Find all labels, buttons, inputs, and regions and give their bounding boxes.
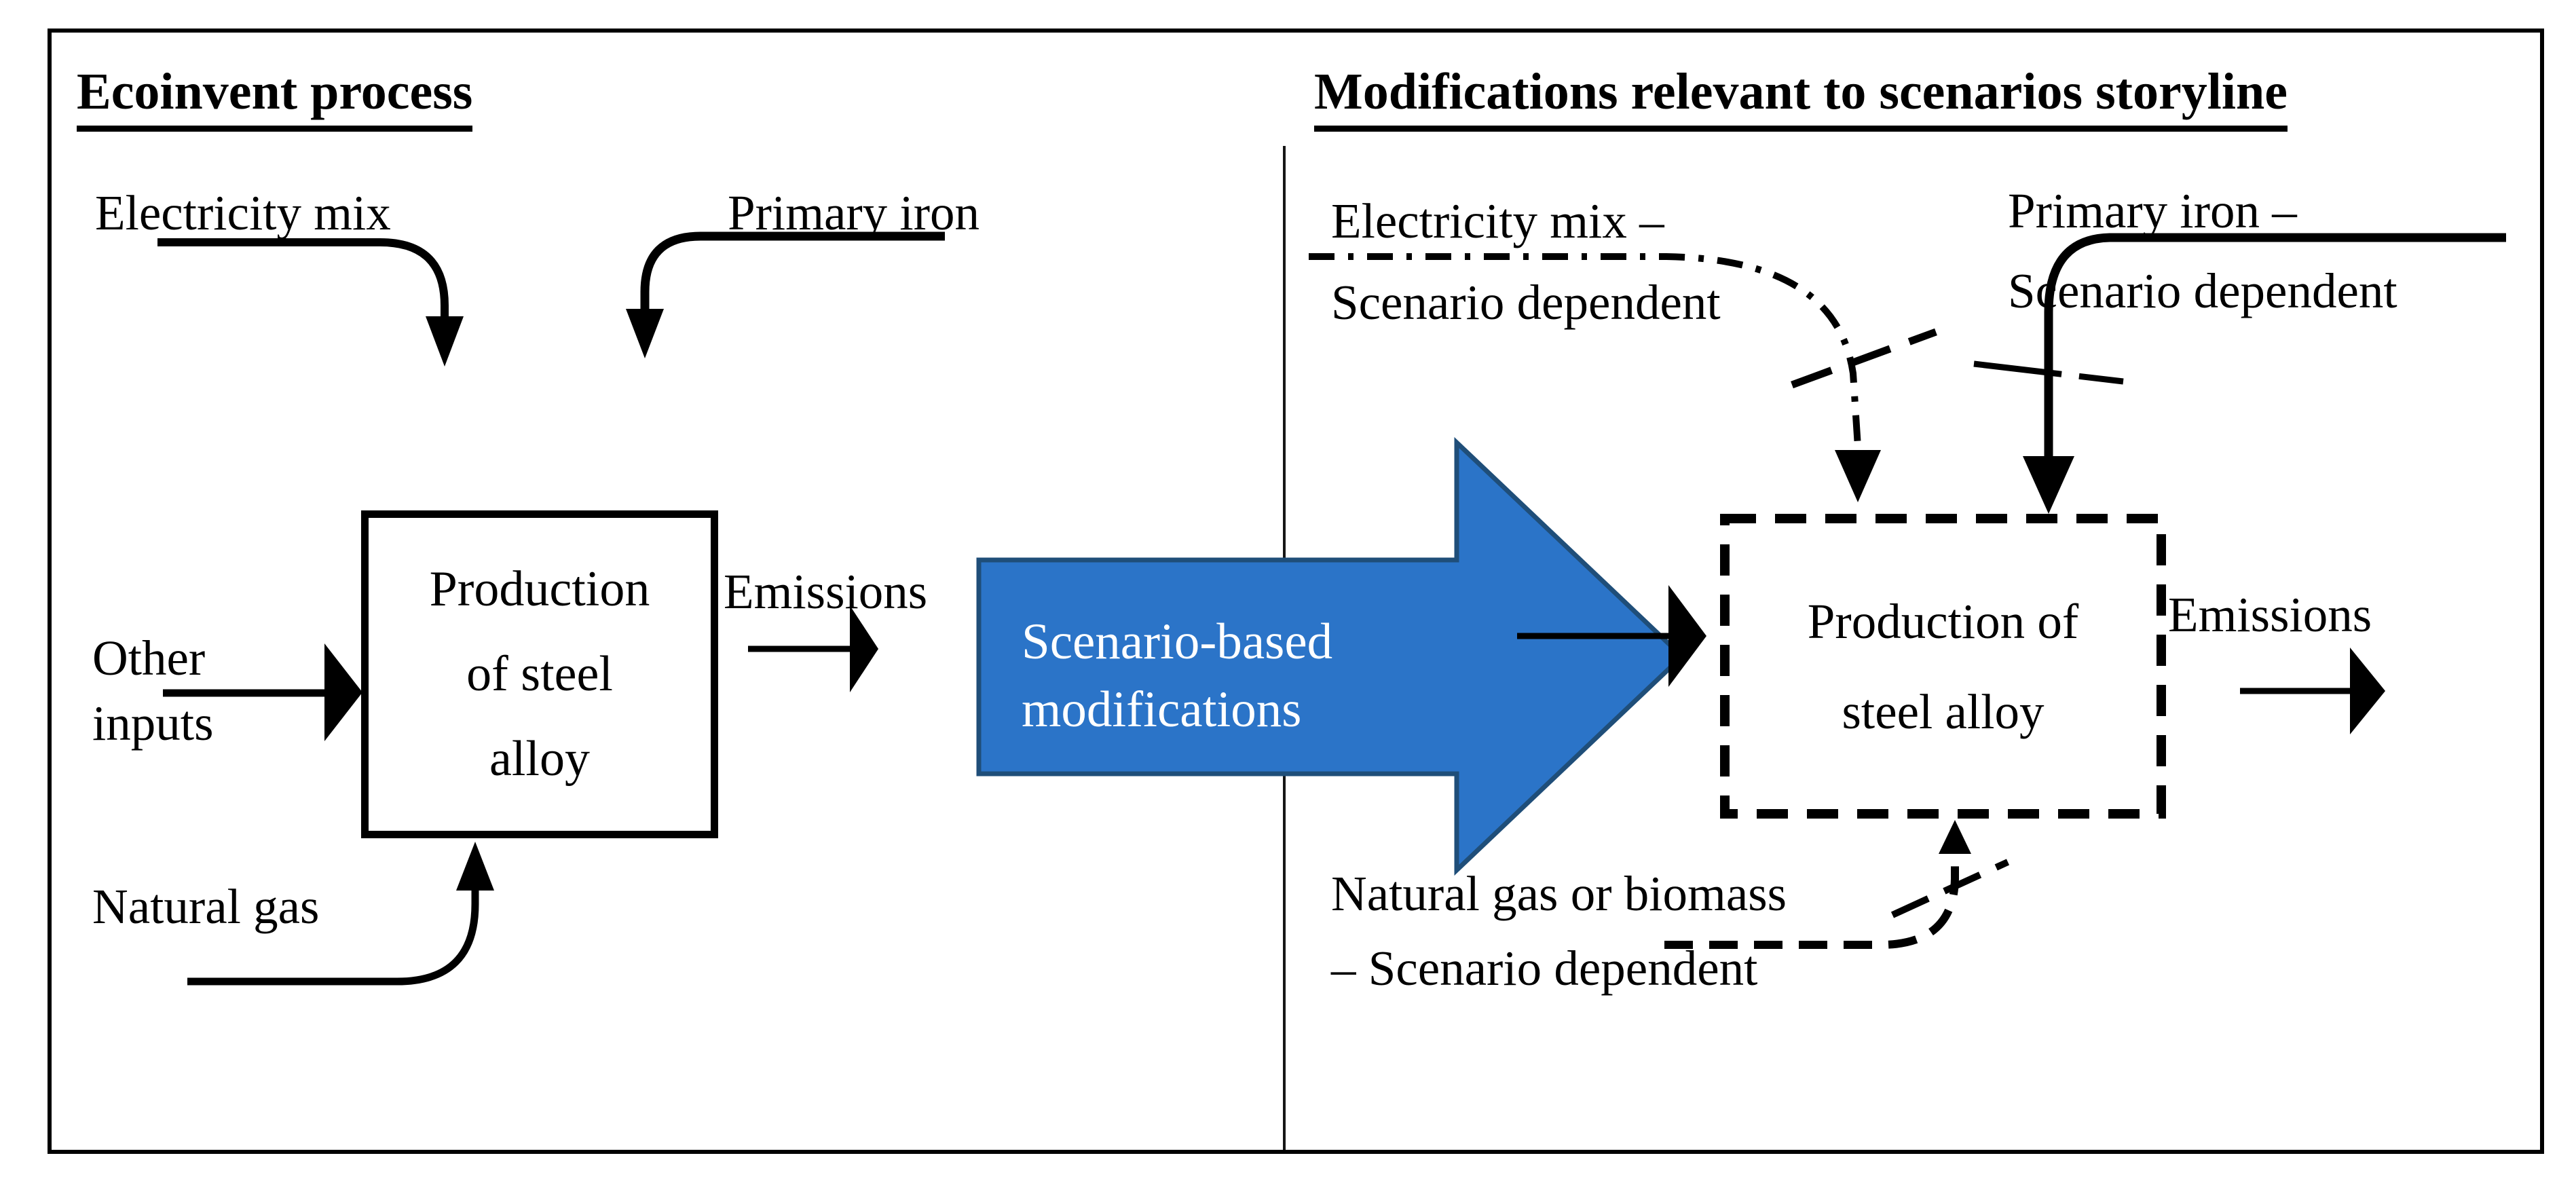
other-inputs-label: Other inputs — [92, 626, 213, 757]
process-box-line1: Production — [429, 561, 650, 617]
electricity-mix-label: Electricity mix — [95, 185, 391, 240]
fuel-scenario-up-arrow-icon — [1939, 820, 1971, 854]
electricity-scenario-label: Electricity mix – Scenario dependent — [1331, 181, 1721, 343]
process-box-line3: alloy — [489, 731, 590, 787]
primary-iron-scenario-line2: Scenario dependent — [2008, 263, 2397, 318]
electricity-scenario-line1: Electricity mix – — [1331, 193, 1664, 248]
other-inputs-line1: Other — [92, 631, 206, 686]
natural-gas-label: Natural gas — [92, 879, 320, 934]
scenario-modifications-label: Scenario-based modifications — [1022, 608, 1332, 744]
electricity-strike-mark — [1791, 328, 1937, 389]
ecoinvent-process-box: Production of steel alloy — [361, 510, 718, 838]
natural-gas-flow-line — [187, 891, 479, 986]
electricity-scenario-down-arrow-icon — [1835, 450, 1881, 502]
electricity-down-arrow-icon — [426, 316, 464, 367]
electricity-scenario-dashdot-line — [1309, 253, 1861, 447]
emissions-left-label: Emissions — [724, 564, 928, 619]
emissions-right-label: Emissions — [2168, 587, 2372, 642]
scenario-modifications-block-arrow — [976, 436, 1686, 876]
other-inputs-right-arrow-icon — [324, 643, 362, 741]
electricity-flow-line — [157, 238, 449, 320]
scenario-modifications-line1: Scenario-based — [1022, 614, 1333, 670]
emissions-right-arrow-icon — [2350, 648, 2385, 734]
fuel-strike-mark — [1890, 859, 2010, 918]
scenario-modifications-line2: modifications — [1022, 681, 1302, 738]
left-panel-title: Ecoinvent process — [77, 62, 473, 132]
natural-gas-up-arrow-icon — [456, 842, 494, 891]
primary-iron-strike-mark — [1973, 360, 2124, 385]
emissions-left-arrow-icon — [850, 605, 878, 692]
inputs-right-arrow-icon — [1668, 585, 1706, 687]
modified-process-box-border — [1720, 514, 2166, 819]
process-box-line2: of steel — [466, 646, 613, 702]
primary-iron-scenario-label: Primary iron – Scenario dependent — [2008, 171, 2397, 331]
primary-iron-flow-line — [640, 231, 945, 312]
fuel-scenario-line1: Natural gas or biomass — [1331, 866, 1787, 921]
other-inputs-line2: inputs — [92, 696, 214, 751]
primary-iron-scenario-line1: Primary iron – — [2008, 183, 2297, 238]
fuel-scenario-line2: – Scenario dependent — [1331, 941, 1758, 996]
electricity-scenario-line2: Scenario dependent — [1331, 275, 1721, 330]
primary-iron-down-arrow-icon — [626, 309, 664, 358]
fuel-scenario-label: Natural gas or biomass – Scenario depend… — [1331, 857, 1787, 1006]
primary-iron-scenario-down-arrow-icon — [2023, 456, 2074, 514]
modified-box-line2: steel alloy — [1842, 684, 2045, 739]
primary-iron-label: Primary iron — [728, 185, 980, 240]
right-panel-title: Modifications relevant to scenarios stor… — [1314, 62, 2288, 132]
modified-process-box: Production of steel alloy — [1725, 519, 2161, 814]
primary-iron-scenario-line — [2044, 233, 2506, 457]
modified-box-line1: Production of — [1807, 593, 2079, 649]
